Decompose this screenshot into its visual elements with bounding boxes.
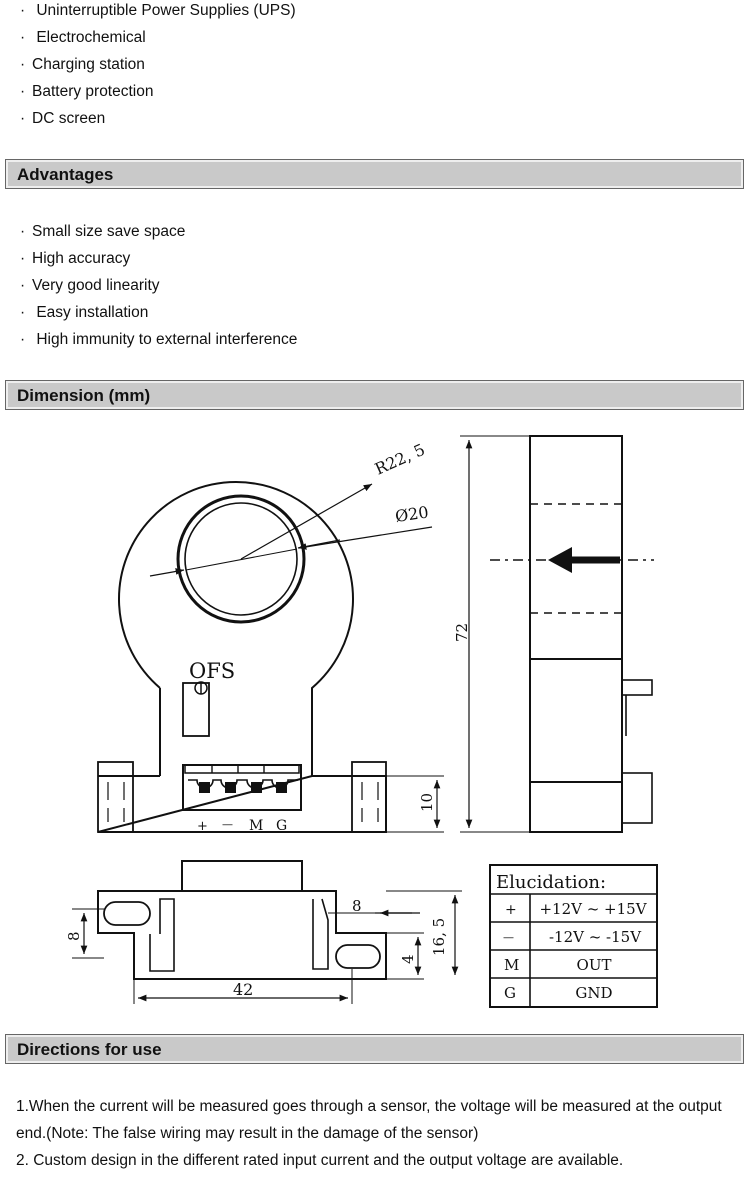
list-item: ·Charging station bbox=[20, 56, 145, 73]
directions-paragraph-1: 1.When the current will be measured goes… bbox=[16, 1098, 722, 1142]
elucidation-pin: + bbox=[505, 902, 517, 918]
directions-header: Directions for use bbox=[5, 1034, 744, 1064]
list-item: ·DC screen bbox=[20, 110, 106, 127]
height-total-label: 72 bbox=[453, 623, 471, 642]
ofs-label: OFS bbox=[189, 659, 235, 683]
section-title: Directions for use bbox=[17, 1040, 162, 1059]
list-item: · Uninterruptible Power Supplies (UPS) bbox=[20, 2, 296, 19]
slot-height-label: 8 bbox=[65, 931, 83, 941]
elucidation-table bbox=[489, 864, 658, 1008]
elucidation-value: +12V ~ +15V bbox=[539, 900, 647, 918]
list-item: · High immunity to external interference bbox=[20, 331, 298, 348]
foot-height-label: 10 bbox=[418, 793, 436, 812]
list-item: ·High accuracy bbox=[20, 250, 131, 267]
elucidation-value: -12V ~ -15V bbox=[549, 928, 642, 946]
elucidation-title: Elucidation: bbox=[496, 872, 606, 893]
side-view bbox=[386, 435, 654, 833]
front-view bbox=[97, 481, 433, 833]
advantages-list: ·Small size save space ·High accuracy ·V… bbox=[20, 222, 297, 357]
section-title: Dimension (mm) bbox=[17, 386, 151, 405]
elucidation-value: OUT bbox=[577, 956, 612, 974]
list-item: · Easy installation bbox=[20, 304, 149, 321]
radius-label: R22, 5 bbox=[372, 440, 428, 479]
diameter-label: Ø20 bbox=[394, 502, 430, 525]
elucidation-pin: — bbox=[503, 931, 514, 944]
dimension-drawing: R22, 5 Ø20 OFS + — M G 72 10 42 8 8 4 16… bbox=[65, 435, 658, 1008]
advantages-header: Advantages bbox=[5, 159, 744, 189]
section-title: Advantages bbox=[17, 165, 114, 184]
applications-list: · Uninterruptible Power Supplies (UPS) ·… bbox=[20, 1, 296, 136]
list-item: ·Battery protection bbox=[20, 83, 154, 100]
pin-label-m: M bbox=[249, 818, 263, 834]
directions-paragraph-2: 2. Custom design in the different rated … bbox=[16, 1152, 624, 1169]
hole-height-label: 4 bbox=[399, 954, 417, 964]
list-item: ·Small size save space bbox=[20, 223, 186, 240]
bottom-view bbox=[72, 860, 462, 1004]
elucidation-value: GND bbox=[575, 984, 612, 1002]
width-label: 42 bbox=[233, 980, 253, 999]
slot-offset-label: 8 bbox=[352, 897, 362, 915]
dimension-header: Dimension (mm) bbox=[5, 380, 744, 410]
elucidation-pin: G bbox=[504, 984, 516, 1002]
pin-label-plus: + bbox=[197, 819, 208, 834]
list-item: · Electrochemical bbox=[20, 29, 146, 46]
pin-label-minus: — bbox=[222, 818, 233, 831]
pin-label-g: G bbox=[276, 818, 287, 834]
base-height-label: 16, 5 bbox=[430, 918, 448, 956]
list-item: ·Very good linearity bbox=[20, 277, 160, 294]
elucidation-pin: M bbox=[504, 956, 519, 974]
